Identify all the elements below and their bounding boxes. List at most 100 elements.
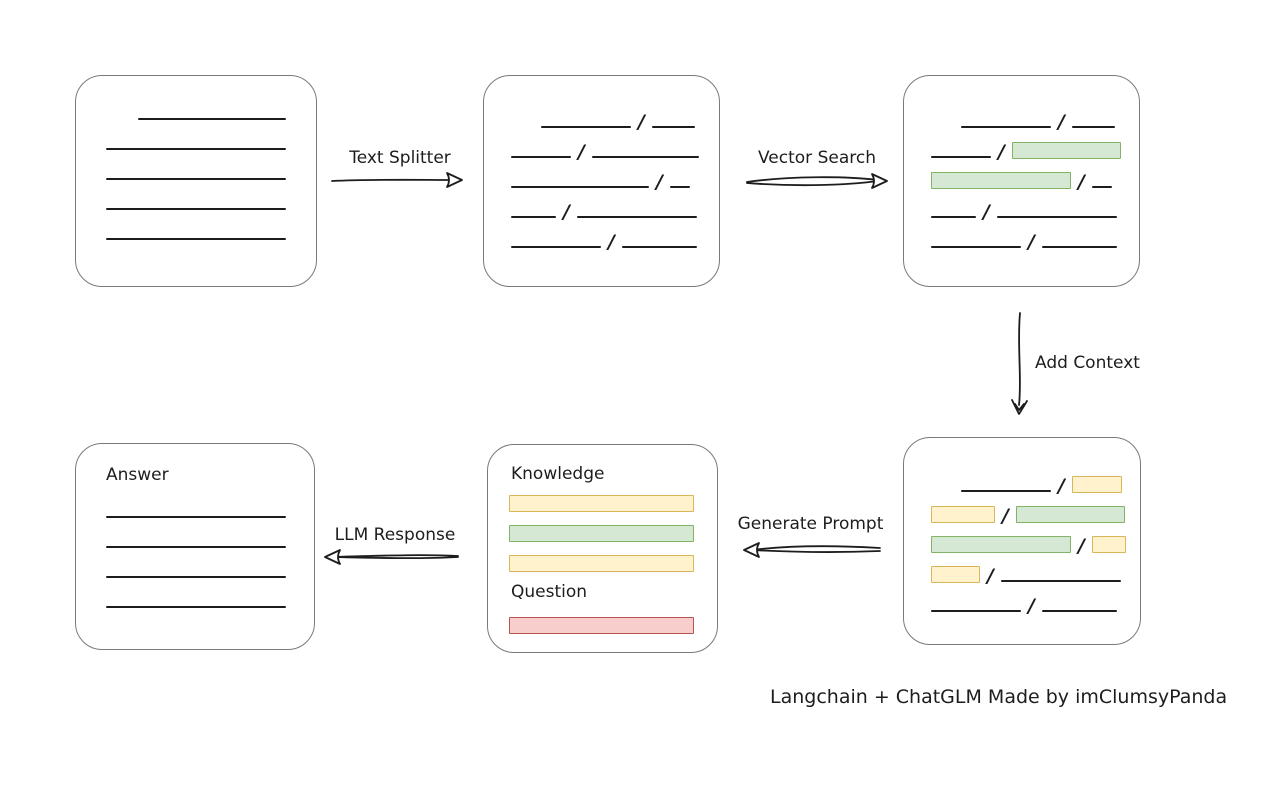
text-line (106, 576, 286, 578)
llm-response-label: LLM Response (334, 525, 456, 545)
vector-search-results-box: / / / / / (903, 75, 1140, 287)
text-line (996, 216, 1117, 218)
chunk-row: / (931, 523, 1126, 557)
slash-separator: / (1078, 171, 1085, 193)
slash-separator: / (1028, 595, 1035, 617)
text-line (106, 208, 286, 210)
chunk-row: / (511, 129, 699, 163)
text-line (511, 186, 649, 188)
slash-separator: / (1028, 231, 1035, 253)
split-chunk-lines: ///// (511, 99, 699, 252)
chunk-row (106, 211, 286, 241)
slash-separator: / (983, 201, 990, 223)
text-line (511, 246, 601, 248)
chunk-row: / (961, 463, 1126, 497)
slash-separator: / (563, 201, 570, 223)
chunk-row: / (931, 493, 1126, 527)
slash-separator: / (638, 111, 645, 133)
document-lines (106, 91, 286, 241)
chunk-row: / (541, 99, 699, 133)
slash-separator: / (987, 565, 994, 587)
chunk-row (106, 489, 286, 519)
chunk-row (106, 121, 286, 151)
slash-separator: / (578, 141, 585, 163)
vector-result-lines: / / / / / (931, 99, 1121, 253)
chunk-row (509, 613, 694, 634)
text-line (651, 126, 695, 128)
answer-label: Answer (106, 465, 169, 485)
chunk-row (106, 549, 286, 579)
text-line (541, 126, 631, 128)
text-line (106, 238, 286, 240)
chunk-row: / (511, 219, 699, 252)
chunk-row (509, 512, 694, 542)
context-chunk-lines: / / / / / (931, 463, 1126, 617)
text-splitter-label: Text Splitter (349, 148, 451, 168)
text-line (1091, 186, 1112, 188)
chunk-row: / (931, 129, 1121, 163)
text-line (106, 546, 286, 548)
chunk-row (106, 181, 286, 211)
yellow-highlight-chunk (931, 566, 980, 583)
text-line (621, 246, 697, 248)
text-line (931, 246, 1021, 248)
text-line (669, 186, 690, 188)
chunk-row: / (931, 583, 1126, 617)
yellow-highlight-chunk (1091, 536, 1126, 553)
slash-separator: / (1078, 535, 1085, 557)
text-line (1000, 580, 1121, 582)
text-line (106, 516, 286, 518)
text-line (1071, 126, 1115, 128)
chunk-row: / (931, 219, 1121, 253)
slash-separator: / (1002, 505, 1009, 527)
chunk-row (106, 151, 286, 181)
text-splitter-arrow (331, 172, 463, 188)
generate-prompt-label: Generate Prompt (737, 514, 884, 534)
green-highlight-chunk (509, 525, 694, 542)
yellow-highlight-chunk (509, 495, 694, 512)
vector-search-label: Vector Search (758, 148, 876, 168)
knowledge-bars (509, 482, 694, 572)
text-line (961, 490, 1051, 492)
generate-prompt-arrow (743, 542, 881, 558)
chunk-row: / (931, 553, 1126, 587)
yellow-highlight-chunk (509, 555, 694, 572)
chunk-row: / (511, 189, 699, 223)
text-line (591, 156, 699, 158)
chunk-row: / (931, 159, 1121, 193)
source-document-box (75, 75, 317, 287)
split-chunks-box: ///// (483, 75, 720, 287)
slash-separator: / (656, 171, 663, 193)
chunk-row (509, 482, 694, 512)
text-line (138, 118, 286, 120)
chunk-row (106, 519, 286, 549)
chunk-row (106, 579, 286, 609)
red-highlight-chunk (509, 617, 694, 634)
add-context-label: Add Context (1035, 353, 1140, 373)
yellow-highlight-chunk (1071, 476, 1122, 493)
text-line (511, 216, 556, 218)
chunk-row: / (961, 99, 1121, 132)
text-line (1041, 246, 1117, 248)
caption-text: Langchain + ChatGLM Made by imClumsyPand… (770, 686, 1228, 708)
text-line (576, 216, 697, 218)
text-line (106, 148, 286, 150)
green-highlight-chunk (1015, 506, 1125, 523)
chunk-row (509, 542, 694, 572)
question-bar (509, 613, 694, 634)
knowledge-label: Knowledge (511, 464, 605, 484)
slash-separator: / (998, 141, 1005, 163)
yellow-highlight-chunk (931, 506, 995, 523)
context-chunks-box: / / / / / (903, 437, 1141, 645)
slash-separator: / (1058, 475, 1065, 497)
text-line (931, 156, 991, 158)
text-line (511, 156, 571, 158)
green-highlight-chunk (931, 536, 1071, 553)
text-line (106, 606, 286, 608)
answer-box: Answer (75, 443, 315, 650)
text-line (1041, 610, 1117, 612)
prompt-box: Knowledge Question (487, 444, 718, 653)
text-line (106, 178, 286, 180)
text-line (931, 610, 1021, 612)
